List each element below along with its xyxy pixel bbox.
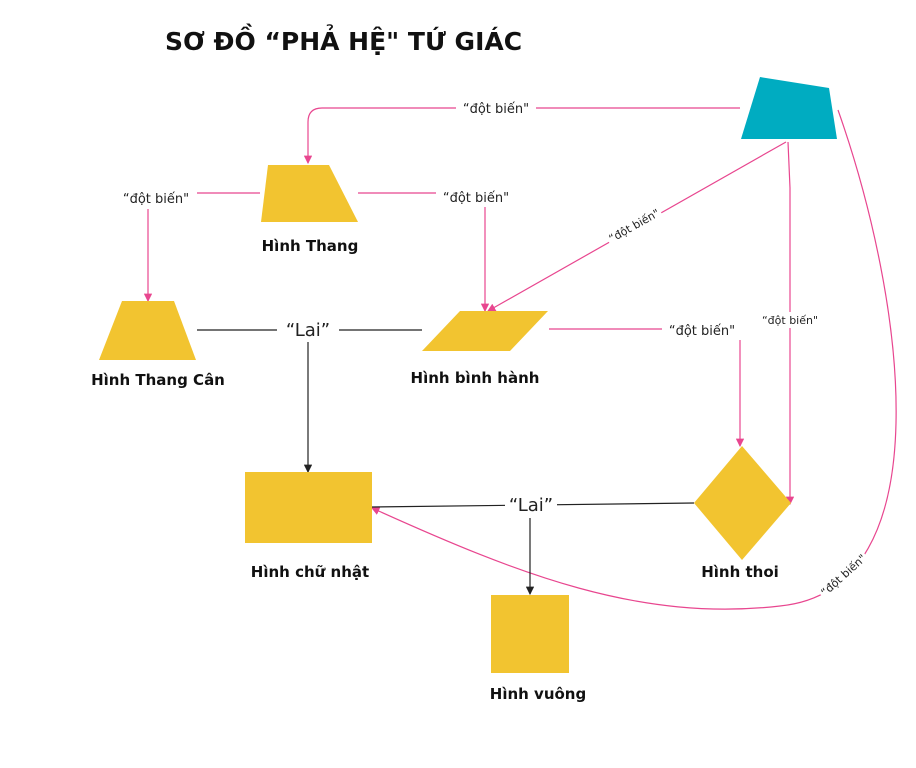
isosceles-trapezoid-shape — [99, 301, 196, 360]
edge-label-trapezoid-to-isosceles: “đột biến" — [123, 192, 189, 207]
edge-label-bg — [604, 204, 665, 248]
parallelogram-label: Hình bình hành — [411, 369, 540, 387]
rectangle-shape — [245, 472, 372, 543]
edge-label-cross-isosceles-parallelogram: “Lai” — [286, 320, 330, 341]
edge-label-root-to-trapezoid: “đột biến" — [463, 102, 529, 117]
edge-root-to-trapezoid — [303, 107, 740, 165]
trapezoid-label: Hình Thang — [262, 237, 359, 255]
edge-label-bg — [816, 549, 871, 602]
edge-root-to-rhombus — [785, 141, 795, 506]
square-label: Hình vuông — [490, 685, 586, 703]
edge-label-trapezoid-to-parallelogram: “đột biến" — [443, 191, 509, 206]
root-quadrilateral-shape — [741, 77, 837, 139]
edge-label-bg — [760, 312, 822, 328]
edge-label-bg — [505, 494, 557, 518]
rhombus-shape — [694, 446, 791, 560]
edge-label-cross-rectangle-rhombus: “Lai” — [509, 495, 553, 516]
edge-label-root-to-rhombus: “đột biến" — [762, 314, 818, 327]
rhombus-label: Hình thoi — [701, 563, 779, 581]
edge-trapezoid-to-parallelogram — [358, 192, 490, 313]
parallelogram-shape — [422, 311, 548, 351]
square-shape — [491, 595, 569, 673]
edge-label-bg — [456, 98, 536, 118]
edge-root-to-rectangle — [371, 109, 897, 610]
edge-label-bg — [436, 187, 516, 207]
edge-label-root-to-rectangle: “đột biến" — [818, 552, 868, 599]
isosceles-trapezoid-label: Hình Thang Cân — [91, 371, 225, 389]
edge-label-parallelogram-to-rhombus: “đột biến" — [669, 324, 735, 339]
edge-label-bg — [277, 318, 339, 342]
rectangle-label: Hình chữ nhật — [251, 563, 369, 581]
page-title: SƠ ĐỒ “PHẢ HỆ" TỨ GIÁC — [165, 23, 522, 56]
edge-label-bg — [662, 320, 742, 340]
trapezoid-shape — [261, 165, 358, 222]
edge-label-bg — [115, 189, 197, 209]
edge-parallelogram-to-rhombus — [549, 328, 745, 448]
edge-trapezoid-to-isosceles — [143, 192, 260, 303]
edge-label-root-to-parallelogram: “đột biến" — [607, 206, 662, 245]
